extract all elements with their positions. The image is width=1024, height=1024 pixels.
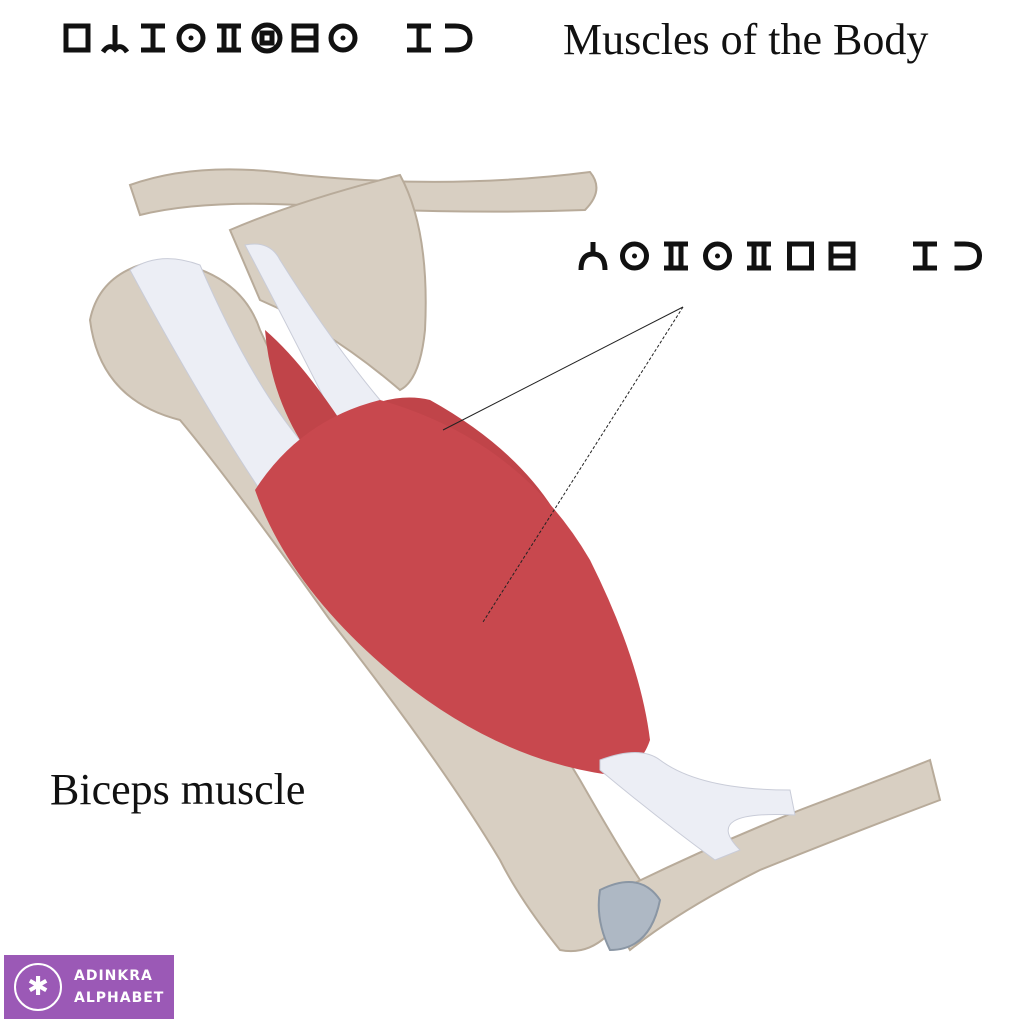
- glyph-box-bar: [291, 23, 319, 53]
- glyph-circle-dot: [620, 241, 649, 271]
- muscle-belly: [255, 400, 650, 775]
- glyph-circle-dot: [176, 23, 206, 53]
- leader-line-solid: [442, 306, 684, 431]
- glyph-hook: [100, 25, 130, 54]
- tendon-long-head: [129, 258, 301, 491]
- glyph-i-bar: [913, 241, 937, 271]
- label-adinkra-script: [578, 241, 983, 271]
- glyph-circle-dot: [703, 241, 732, 271]
- logo-line2: ALPHABET: [74, 990, 165, 1006]
- glyph-cup: [954, 241, 983, 271]
- glyph-pi-box: [747, 241, 771, 271]
- joint-capsule: [597, 881, 662, 952]
- glyph-cup: [445, 23, 473, 53]
- glyph-pi-box: [664, 241, 688, 271]
- glyph-pi-box: [217, 23, 241, 53]
- biceps-muscle: [129, 243, 796, 861]
- glyph-square: [787, 241, 814, 271]
- glyph-i-bar: [141, 23, 165, 53]
- biceps-label: Biceps muscle: [50, 765, 306, 814]
- tendon-short-head: [244, 243, 381, 431]
- glyph-arch: [578, 242, 608, 271]
- glyph-circle-dot: [328, 23, 358, 53]
- leader-line-dashed: [482, 306, 684, 623]
- logo-line1: ADINKRA: [74, 968, 153, 984]
- title-adinkra-script: [63, 22, 473, 54]
- adinkra-alphabet-logo: ✱ ADINKRA ALPHABET: [4, 955, 174, 1019]
- glyph-box-bar: [828, 241, 856, 271]
- distal-tendon: [599, 752, 796, 861]
- glyph-circle-square: [251, 22, 283, 54]
- glyph-i-bar: [407, 23, 431, 53]
- scapula: [228, 173, 427, 392]
- adinkra-symbol-icon: ✱: [14, 963, 62, 1011]
- page-title: Muscles of the Body: [563, 15, 929, 64]
- glyph-square: [63, 23, 91, 53]
